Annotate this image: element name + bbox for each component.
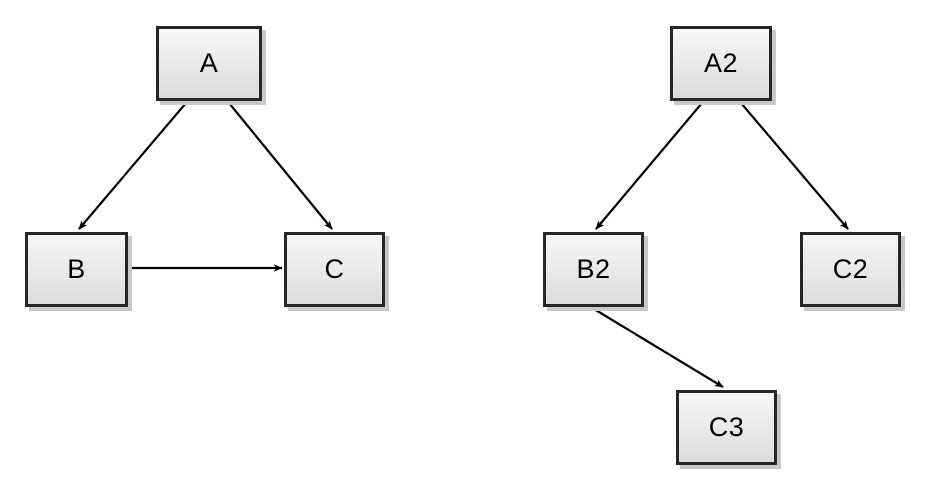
edges-graph-right: [593, 102, 849, 388]
edge-a-c[interactable]: [228, 102, 333, 230]
node-label-c2: C2: [832, 254, 869, 284]
node-c2[interactable]: C2: [800, 232, 901, 307]
node-label-b2: B2: [576, 254, 611, 284]
node-c[interactable]: C: [284, 232, 385, 307]
node-a2[interactable]: A2: [670, 26, 772, 101]
edges-group: [78, 102, 849, 388]
node-label-a: A: [199, 48, 219, 78]
edge-a-b[interactable]: [78, 102, 187, 230]
node-label-b: B: [67, 254, 86, 284]
node-b2[interactable]: B2: [543, 232, 644, 307]
node-b[interactable]: B: [25, 232, 128, 307]
node-c3[interactable]: C3: [676, 390, 777, 465]
node-label-a2: A2: [703, 48, 739, 78]
edge-b2-c3[interactable]: [593, 308, 724, 388]
edges-graph-left: [78, 102, 333, 272]
edge-a2-c2[interactable]: [740, 102, 849, 230]
edge-a2-b2[interactable]: [595, 102, 703, 230]
node-a[interactable]: A: [156, 26, 262, 101]
node-label-c: C: [324, 254, 345, 284]
node-label-c3: C3: [708, 412, 745, 442]
